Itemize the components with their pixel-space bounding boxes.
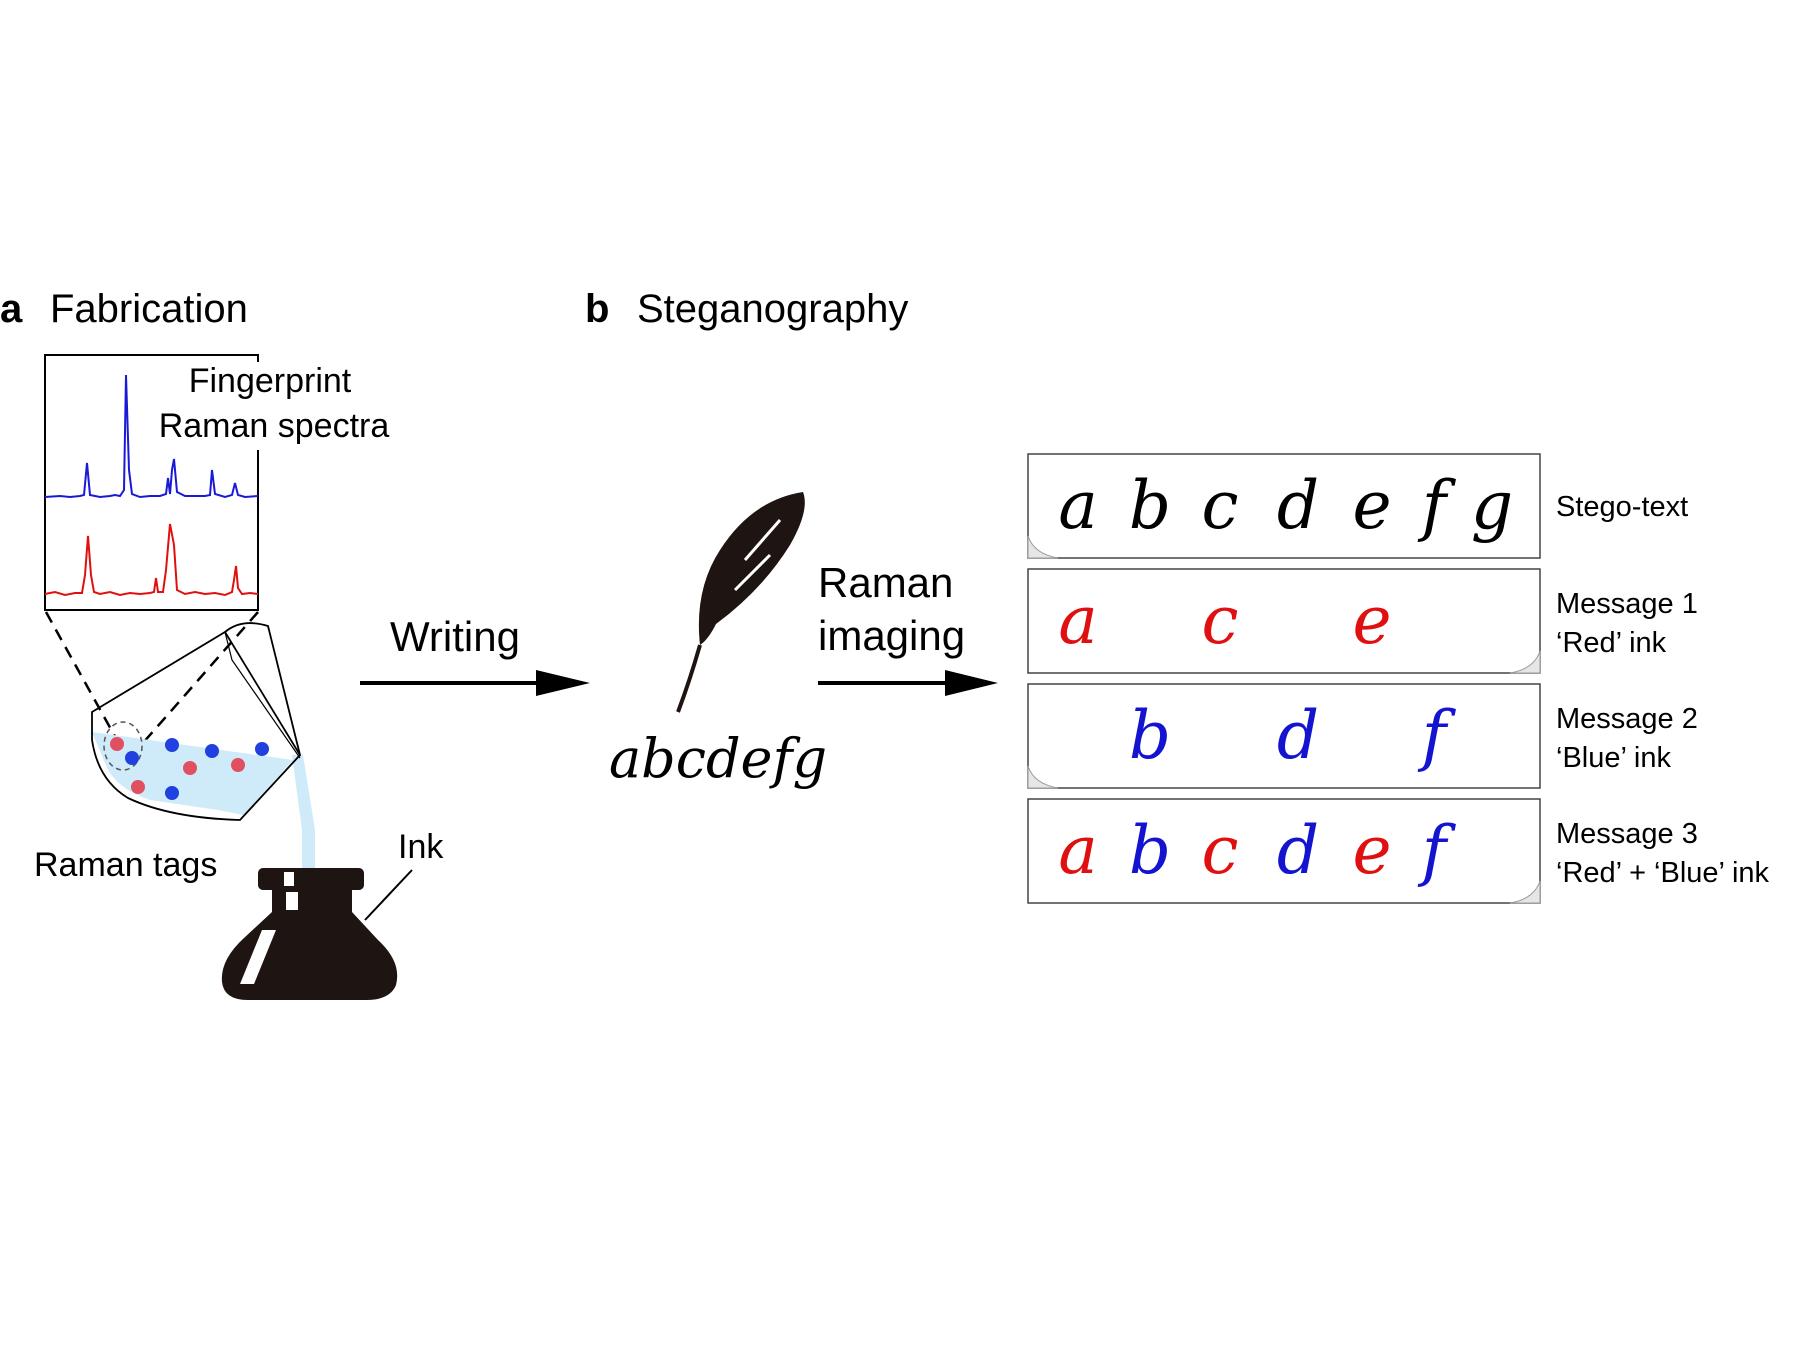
message-letter: e bbox=[1352, 812, 1391, 889]
message-row: a c e Message 1 ‘Red’ ink bbox=[1027, 568, 1698, 674]
blue-spectrum-line bbox=[44, 374, 259, 499]
row-label-line2: ‘Red’ + ‘Blue’ ink bbox=[1556, 857, 1770, 889]
red-tag-dot bbox=[183, 761, 197, 775]
message-letter: c bbox=[1202, 812, 1239, 889]
row-label-line1: Stego-text bbox=[1556, 491, 1688, 523]
message-letter: a bbox=[1058, 582, 1097, 659]
red-tag-dot bbox=[131, 780, 145, 794]
message-letter: b bbox=[1129, 812, 1171, 889]
blue-tag-dot bbox=[205, 744, 219, 758]
message-box bbox=[1027, 683, 1541, 789]
message-box bbox=[1027, 568, 1541, 674]
red-spectrum-line bbox=[44, 523, 259, 597]
beaker-icon bbox=[91, 622, 315, 880]
row-label-line2: ‘Red’ ink bbox=[1556, 627, 1667, 659]
row-label-line1: Message 3 bbox=[1556, 818, 1698, 850]
message-letter: d bbox=[1277, 697, 1319, 774]
row-label-line1: Message 2 bbox=[1556, 703, 1698, 735]
ink-pointer-line bbox=[364, 869, 413, 921]
handwritten-sample: abcdefg bbox=[609, 727, 827, 790]
page-curl bbox=[1027, 765, 1059, 789]
writing-arrow-head bbox=[536, 670, 590, 696]
beaker-rim bbox=[224, 631, 301, 759]
message-letter: b bbox=[1129, 697, 1171, 774]
red-tag-dot bbox=[110, 737, 124, 751]
spectra-label-line1: Fingerprint bbox=[189, 362, 352, 400]
ink-bottle-icon bbox=[221, 868, 398, 1000]
feather-notch bbox=[733, 553, 772, 592]
raman-spectra-inset: Fingerprint Raman spectra bbox=[44, 354, 392, 611]
message-letter: d bbox=[1277, 467, 1319, 544]
blue-tag-dot bbox=[165, 738, 179, 752]
panel-a-letter: a bbox=[0, 287, 23, 331]
page-curl bbox=[1027, 535, 1059, 559]
ink-body bbox=[221, 912, 398, 1000]
quill-feather-icon bbox=[676, 492, 805, 713]
writing-label: Writing bbox=[390, 613, 520, 660]
tag-highlight-ring bbox=[103, 721, 143, 771]
red-tag-dot bbox=[231, 758, 245, 772]
message-letter: a bbox=[1058, 812, 1097, 889]
ink-highlight-top bbox=[284, 872, 294, 886]
message-letter: e bbox=[1352, 582, 1391, 659]
message-letter: c bbox=[1202, 467, 1239, 544]
message-box bbox=[1027, 453, 1541, 559]
feather-shaft bbox=[676, 644, 702, 713]
message-letter: a bbox=[1058, 467, 1097, 544]
imaging-arrow-head bbox=[945, 670, 998, 696]
ink-cap bbox=[258, 868, 364, 890]
ink-label: Ink bbox=[398, 828, 444, 866]
row-label-line1: Message 1 bbox=[1556, 588, 1698, 620]
message-letter: e bbox=[1352, 467, 1391, 544]
feather-notch bbox=[743, 519, 782, 561]
ink-neck bbox=[272, 888, 352, 914]
spectra-label-line2: Raman spectra bbox=[159, 407, 390, 445]
blue-tag-dot bbox=[255, 742, 269, 756]
message-letter: g bbox=[1471, 467, 1513, 544]
imaging-label-line2: imaging bbox=[818, 612, 965, 659]
feather-vane bbox=[698, 492, 805, 645]
row-label-line2: ‘Blue’ ink bbox=[1556, 742, 1671, 774]
page-curl bbox=[1509, 880, 1541, 904]
spectra-label-bg bbox=[142, 362, 392, 450]
page-curl bbox=[1509, 650, 1541, 674]
zoom-line-right bbox=[127, 611, 259, 761]
liquid-stream bbox=[292, 755, 315, 880]
beaker-outline bbox=[91, 630, 302, 821]
message-letter: b bbox=[1129, 467, 1171, 544]
ink-highlight-neck bbox=[286, 892, 298, 910]
beaker-spout bbox=[224, 622, 301, 756]
message-letter: c bbox=[1202, 582, 1239, 659]
message-box bbox=[1027, 798, 1541, 904]
ink-highlight-body bbox=[240, 930, 276, 984]
blue-tag-dot bbox=[165, 786, 179, 800]
panel-a-title: Fabrication bbox=[50, 287, 248, 331]
imaging-label-line1: Raman bbox=[818, 559, 953, 606]
panel-b-title: Steganography bbox=[637, 287, 908, 331]
raman-tags-label: Raman tags bbox=[34, 846, 217, 884]
blue-tag-dot bbox=[125, 751, 139, 765]
message-letter: d bbox=[1277, 812, 1319, 889]
panel-b-letter: b bbox=[585, 287, 609, 331]
